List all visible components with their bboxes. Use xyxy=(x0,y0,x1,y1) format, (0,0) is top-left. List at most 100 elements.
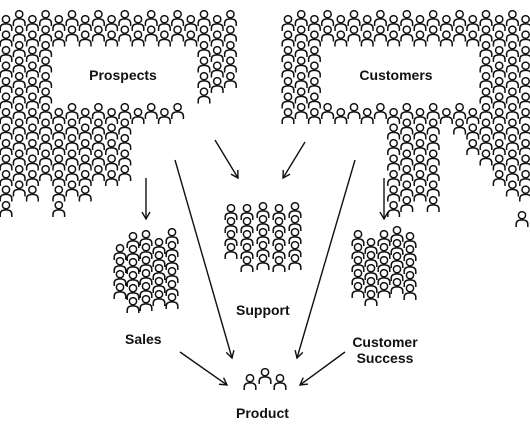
person-icon xyxy=(519,30,530,48)
prospects-label-pill: Prospects xyxy=(52,56,194,94)
person-icon xyxy=(25,169,39,187)
person-icon xyxy=(479,56,493,74)
person-icon xyxy=(281,61,295,79)
person-icon xyxy=(210,30,224,48)
person-icon xyxy=(334,30,348,48)
person-icon xyxy=(505,56,519,74)
person-icon xyxy=(0,154,13,172)
person-icon xyxy=(387,185,401,203)
person-icon xyxy=(171,25,185,43)
person-icon xyxy=(466,107,480,125)
person-icon xyxy=(65,180,79,198)
person-icon xyxy=(519,45,530,63)
person-icon xyxy=(351,281,365,299)
arrow-customers-to-product xyxy=(294,159,356,360)
support-label: Support xyxy=(236,302,290,318)
person-icon xyxy=(0,138,13,156)
person-icon xyxy=(224,242,238,260)
person-icon xyxy=(453,9,467,27)
person-icon xyxy=(0,76,13,94)
person-icon xyxy=(25,92,39,110)
person-icon xyxy=(91,164,105,182)
person-icon xyxy=(52,14,66,32)
person-icon xyxy=(0,107,13,125)
person-icon xyxy=(519,154,530,172)
person-icon xyxy=(403,283,417,301)
person-icon xyxy=(288,253,302,271)
person-icon xyxy=(105,154,119,172)
person-icon xyxy=(373,102,387,120)
product-group xyxy=(243,367,287,391)
person-icon xyxy=(12,40,26,58)
person-icon xyxy=(466,14,480,32)
person-icon xyxy=(413,138,427,156)
person-icon xyxy=(65,149,79,167)
person-icon xyxy=(387,169,401,187)
person-icon xyxy=(25,185,39,203)
person-icon xyxy=(25,30,39,48)
person-icon xyxy=(519,61,530,79)
person-icon xyxy=(505,118,519,136)
person-icon xyxy=(65,164,79,182)
person-icon xyxy=(413,30,427,48)
customer-success-label-line1: Customer xyxy=(352,334,418,350)
person-icon xyxy=(294,102,308,120)
person-icon xyxy=(256,253,270,271)
customer-success-group xyxy=(351,225,417,307)
person-icon xyxy=(78,185,92,203)
arrow-prospects-to-product xyxy=(174,159,235,360)
person-icon xyxy=(39,9,53,27)
person-icon xyxy=(0,123,13,141)
person-icon xyxy=(157,30,171,48)
person-icon xyxy=(210,45,224,63)
person-icon xyxy=(39,40,53,58)
person-icon xyxy=(184,14,198,32)
person-icon xyxy=(479,9,493,27)
person-icon xyxy=(210,61,224,79)
person-icon xyxy=(439,107,453,125)
person-icon xyxy=(113,282,127,300)
person-icon xyxy=(294,56,308,74)
person-icon xyxy=(118,9,132,27)
person-icon xyxy=(118,102,132,120)
person-icon xyxy=(413,14,427,32)
person-icon xyxy=(243,373,257,391)
person-icon xyxy=(39,25,53,43)
arrow-sales-to-product xyxy=(179,351,229,386)
person-icon xyxy=(492,45,506,63)
arrow-prospects-to-support xyxy=(214,139,239,180)
arrow-customers-to-support xyxy=(282,141,306,180)
person-icon xyxy=(65,25,79,43)
person-icon xyxy=(466,138,480,156)
person-icon xyxy=(281,14,295,32)
person-icon xyxy=(105,123,119,141)
person-icon xyxy=(466,123,480,141)
customers-crowd xyxy=(281,9,530,228)
person-icon xyxy=(492,169,506,187)
person-icon xyxy=(52,123,66,141)
person-icon xyxy=(294,87,308,105)
person-icon xyxy=(105,107,119,125)
person-icon xyxy=(453,25,467,43)
person-icon xyxy=(25,138,39,156)
person-icon xyxy=(223,56,237,74)
customer-success-label-line2: Success xyxy=(356,350,414,367)
person-icon xyxy=(426,195,440,213)
person-icon xyxy=(307,30,321,48)
person-icon xyxy=(439,30,453,48)
person-icon xyxy=(519,14,530,32)
person-icon xyxy=(321,102,335,120)
person-icon xyxy=(91,133,105,151)
person-icon xyxy=(321,9,335,27)
person-icon xyxy=(65,133,79,151)
person-icon xyxy=(400,149,414,167)
arrow-cs-to-product xyxy=(298,351,346,386)
person-icon xyxy=(0,185,13,203)
person-icon xyxy=(25,14,39,32)
person-icon xyxy=(307,76,321,94)
person-icon xyxy=(78,30,92,48)
person-icon xyxy=(466,30,480,48)
person-icon xyxy=(413,123,427,141)
person-icon xyxy=(273,373,287,391)
